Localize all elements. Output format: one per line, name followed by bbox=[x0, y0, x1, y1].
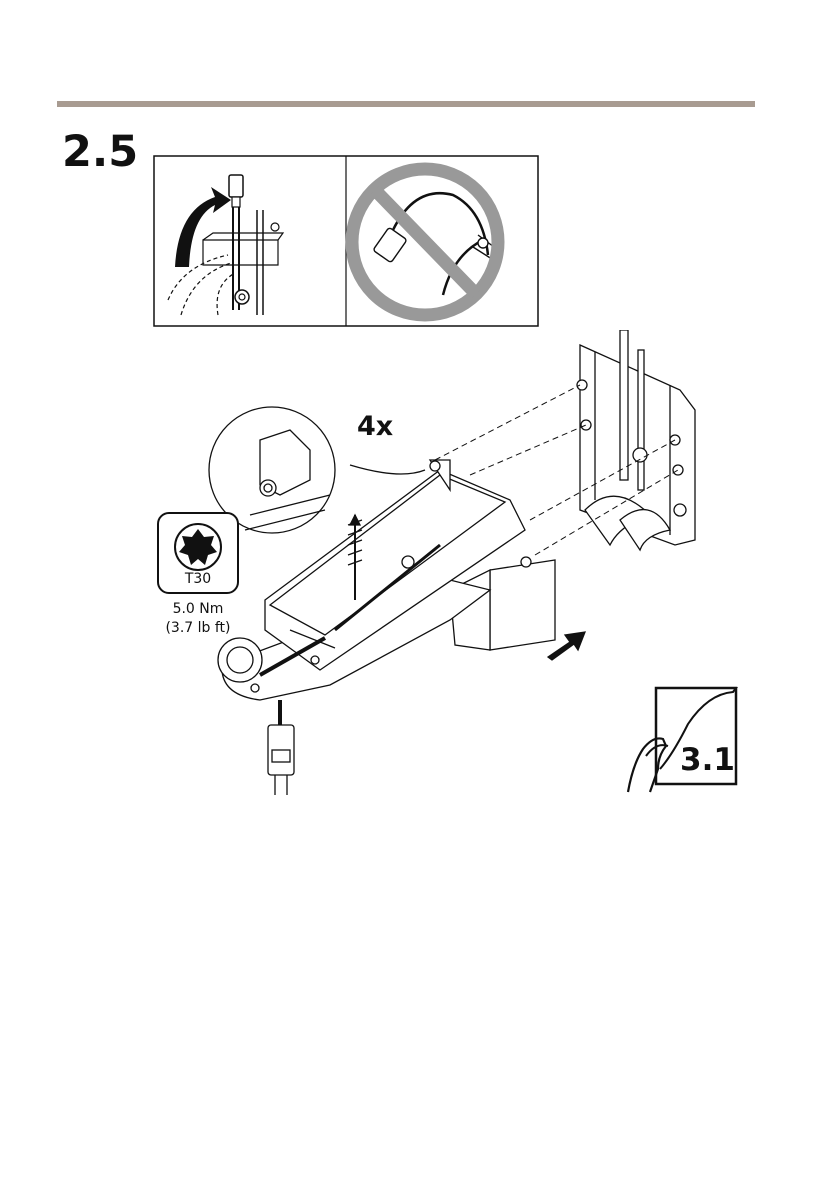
section-divider bbox=[57, 101, 755, 107]
fastener-count: 4x bbox=[357, 411, 393, 442]
torque-spec: 5.0 Nm (3.7 lb ft) bbox=[146, 600, 250, 638]
tool-label: T30 bbox=[159, 571, 237, 587]
torque-imperial: (3.7 lb ft) bbox=[146, 619, 250, 638]
network-cable bbox=[268, 700, 294, 795]
step-number: 2.5 bbox=[62, 131, 138, 174]
page-reference-icon bbox=[618, 684, 742, 796]
cable-routing-illustration bbox=[153, 155, 539, 327]
torque-metric: 5.0 Nm bbox=[146, 600, 250, 619]
torx-bit-icon bbox=[173, 522, 223, 572]
cable-routing-panel bbox=[153, 155, 539, 327]
tool-indicator: T30 bbox=[157, 512, 239, 594]
wall-mount-bracket bbox=[577, 330, 695, 550]
next-step-reference: 3.1 bbox=[680, 745, 735, 776]
